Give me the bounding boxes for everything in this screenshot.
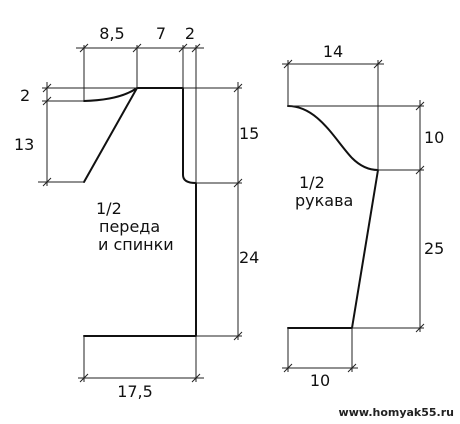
sleeve-label-1: 1/2 [299,173,325,192]
dim-bottom: 17,5 [117,382,153,401]
dim-left-armhole: 13 [14,135,34,154]
dim-right-lower: 24 [239,248,259,267]
sleeve-dim-right-upper: 10 [424,128,444,147]
sleeve-dim-top: 14 [323,42,343,61]
sleeve-dim-bottom: 10 [310,371,330,390]
sleeve-label-2: рукава [295,191,353,210]
dim-top-mid: 7 [156,24,166,43]
front-back-label-2: переда [99,217,160,236]
watermark-text[interactable]: www.homyak55.ru [339,406,454,419]
dim-top-left: 8,5 [99,24,124,43]
front-back-piece: 8,5 7 2 2 13 15 24 17,5 1/2 переда и спи… [14,24,259,401]
sleeve-outline [287,105,379,329]
front-back-label-1: 1/2 [96,199,122,218]
dim-left-small: 2 [20,86,30,105]
front-back-label-3: и спинки [98,235,174,254]
sleeve-piece: 14 10 25 10 1/2 рукава [282,42,444,390]
sleeve-dim-right-lower: 25 [424,239,444,258]
dim-top-right: 2 [185,24,195,43]
dim-right-upper: 15 [239,124,259,143]
